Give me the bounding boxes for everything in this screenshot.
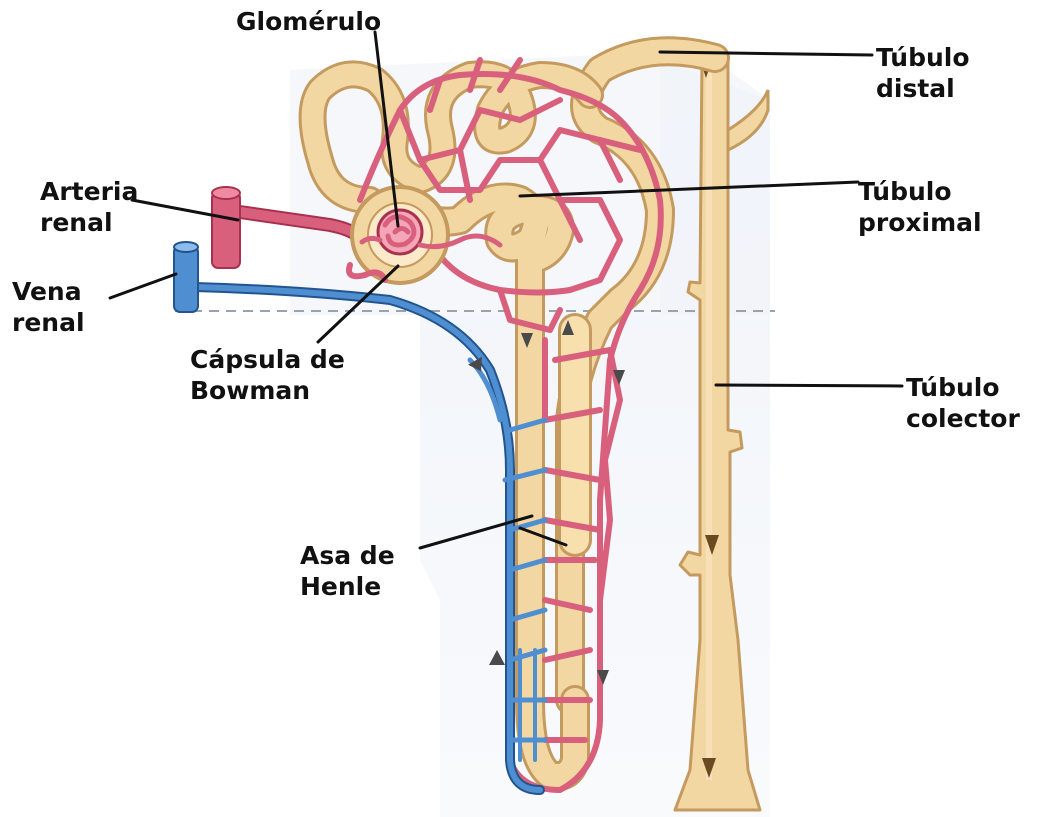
label-arteria-renal: Arteria renal — [40, 176, 138, 238]
label-asa-henle: Asa de Henle — [300, 540, 395, 602]
label-vena-renal: Vena renal — [12, 276, 85, 338]
label-capsula-line2: Bowman — [190, 375, 345, 406]
label-proximal-line1: Túbulo — [858, 176, 982, 207]
label-tubulo-colector: Túbulo colector — [906, 372, 1020, 434]
label-asa-line1: Asa de — [300, 540, 395, 571]
label-tubulo-distal: Túbulo distal — [876, 42, 970, 104]
leader-colector — [716, 385, 902, 386]
label-distal-line1: Túbulo — [876, 42, 970, 73]
renal-vein — [174, 242, 198, 312]
label-tubulo-proximal: Túbulo proximal — [858, 176, 982, 238]
label-distal-line2: distal — [876, 73, 970, 104]
label-vena-line1: Vena — [12, 276, 85, 307]
label-arteria-line2: renal — [40, 207, 138, 238]
label-asa-line2: Henle — [300, 571, 395, 602]
label-capsula-line1: Cápsula de — [190, 344, 345, 375]
leader-vena — [110, 274, 176, 298]
label-arteria-line1: Arteria — [40, 176, 138, 207]
label-capsula-bowman: Cápsula de Bowman — [190, 344, 345, 406]
label-proximal-line2: proximal — [858, 207, 982, 238]
label-colector-line1: Túbulo — [906, 372, 1020, 403]
label-colector-line2: colector — [906, 403, 1020, 434]
label-glomerulo: Glomérulo — [236, 6, 381, 37]
label-vena-line2: renal — [12, 307, 85, 338]
label-glomerulo-text: Glomérulo — [236, 6, 381, 37]
